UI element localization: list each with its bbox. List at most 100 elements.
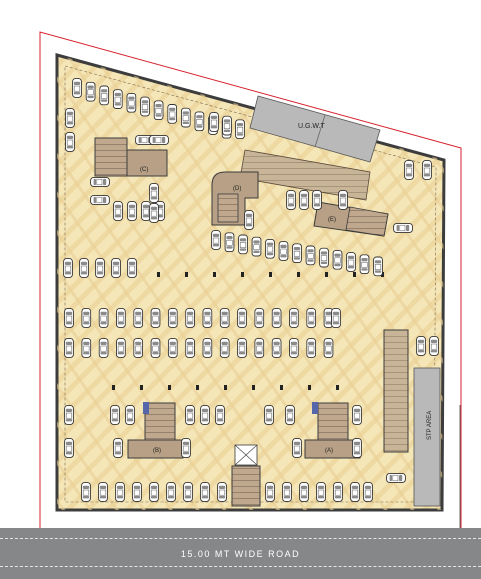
parked-car — [113, 438, 123, 458]
parked-car — [278, 241, 289, 261]
stp-label: STP AREA — [427, 411, 433, 440]
side-ramp — [383, 329, 409, 453]
parked-car — [167, 308, 178, 328]
parked-car — [352, 438, 362, 458]
parked-car — [346, 252, 356, 272]
parked-car — [306, 338, 317, 358]
parked-car — [332, 249, 343, 270]
parked-car — [316, 482, 326, 502]
parked-car — [333, 482, 343, 502]
parked-car — [113, 201, 123, 221]
core-e-label: (E) — [328, 217, 336, 223]
parked-car — [167, 104, 178, 124]
parked-car — [386, 473, 406, 483]
parked-car — [149, 203, 159, 223]
parked-car — [306, 308, 317, 328]
parked-car — [393, 223, 413, 233]
parked-car — [271, 338, 282, 358]
parked-car — [72, 78, 82, 98]
parked-car — [271, 308, 282, 328]
parked-car — [429, 336, 439, 356]
parked-car — [299, 190, 309, 210]
parked-car — [264, 405, 274, 425]
parked-car — [292, 438, 302, 458]
core-a-label: (A) — [325, 448, 333, 454]
parked-car — [81, 482, 91, 502]
parked-car — [312, 190, 322, 210]
parked-car — [217, 482, 227, 502]
ramp — [239, 149, 371, 201]
core-d: (D) — [211, 171, 259, 226]
parked-car — [149, 183, 159, 203]
parked-car — [180, 107, 191, 128]
parked-car — [331, 308, 341, 328]
parked-car — [115, 482, 125, 502]
parked-car — [209, 112, 219, 132]
parked-car — [202, 338, 213, 358]
parked-car — [363, 482, 373, 502]
parked-car — [289, 338, 299, 358]
parked-car — [98, 338, 109, 358]
parked-car — [141, 201, 151, 221]
parked-car — [282, 482, 292, 502]
parked-car — [112, 89, 123, 109]
parked-car — [244, 210, 254, 230]
parked-car — [202, 308, 213, 328]
site-boundary — [39, 31, 462, 528]
parked-car — [150, 338, 161, 358]
road — [0, 528, 481, 579]
parked-car — [126, 92, 137, 113]
parked-car — [289, 308, 299, 328]
core-b-label: (B) — [153, 448, 161, 454]
parked-car — [194, 111, 205, 132]
parked-car — [185, 338, 195, 358]
parked-car — [90, 177, 110, 187]
parked-car — [150, 308, 161, 328]
parked-car — [167, 338, 178, 358]
parked-car — [116, 308, 126, 328]
core-b: (B) — [127, 402, 184, 459]
parked-car — [110, 405, 120, 425]
parked-car — [422, 160, 432, 180]
parked-car — [79, 258, 89, 278]
parked-car — [81, 338, 92, 358]
parked-car — [127, 201, 137, 221]
parked-car — [149, 135, 169, 145]
parked-car — [65, 108, 75, 128]
parked-car — [125, 405, 135, 425]
parked-car — [319, 247, 329, 268]
parked-car — [237, 338, 247, 358]
parked-car — [416, 336, 426, 356]
parked-car — [359, 254, 370, 275]
parked-car — [132, 482, 142, 502]
parked-car — [305, 245, 316, 266]
parked-car — [285, 405, 295, 425]
parked-car — [215, 405, 225, 425]
parked-car — [350, 482, 360, 502]
entry-stair — [231, 444, 261, 507]
parked-car — [200, 405, 210, 425]
road-label: 15.00 MT WIDE ROAD — [180, 549, 301, 559]
parked-car — [224, 232, 235, 253]
parked-car — [183, 482, 193, 502]
parked-car — [153, 100, 164, 121]
parked-car — [222, 115, 232, 136]
core-e: (E) — [313, 201, 389, 237]
parked-car — [211, 230, 221, 250]
stp-area: STP AREA — [413, 367, 441, 507]
parked-car — [64, 405, 74, 425]
parked-car — [127, 258, 137, 278]
parked-car — [111, 258, 121, 278]
parked-car — [181, 438, 191, 458]
parked-car — [98, 482, 108, 502]
parked-car — [235, 119, 245, 140]
parked-car — [200, 482, 210, 502]
ugwt-tank: U.G.W.T — [249, 95, 381, 163]
parked-car — [85, 81, 96, 102]
parked-car — [99, 85, 110, 106]
parked-car — [185, 308, 195, 328]
parked-car — [166, 482, 176, 502]
parked-car — [338, 190, 348, 210]
parked-car — [133, 308, 144, 328]
parked-car — [286, 190, 296, 210]
